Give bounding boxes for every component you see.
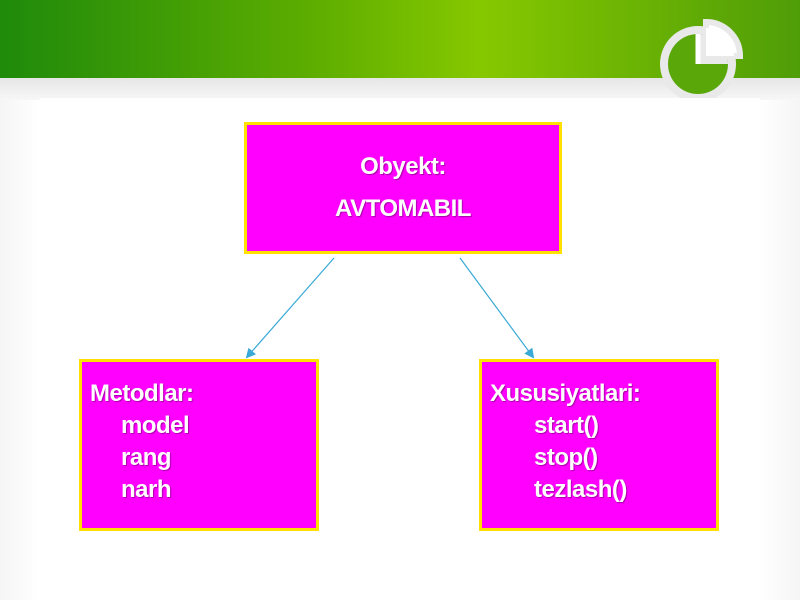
methods-box: Metodlar: model rang narh [79, 359, 319, 531]
banner-shadow [0, 78, 800, 100]
properties-box: Xususiyatlari: start() stop() tezlash() [479, 359, 719, 531]
pie-chart-icon [660, 18, 744, 102]
methods-item-rang: rang [121, 444, 172, 471]
side-fade-right [760, 100, 800, 600]
methods-heading: Metodlar: [90, 380, 194, 407]
properties-item-stop: stop() [534, 444, 598, 471]
side-fade-left [0, 100, 40, 600]
methods-item-model: model [121, 412, 190, 439]
object-name: AVTOMABIL [335, 195, 471, 222]
properties-item-start: start() [534, 412, 599, 439]
object-label: Obyekt: [360, 153, 446, 180]
methods-item-narh: narh [121, 476, 172, 503]
object-box: Obyekt: AVTOMABIL [244, 122, 562, 254]
properties-heading: Xususiyatlari: [490, 380, 641, 407]
properties-item-tezlash: tezlash() [534, 476, 627, 503]
